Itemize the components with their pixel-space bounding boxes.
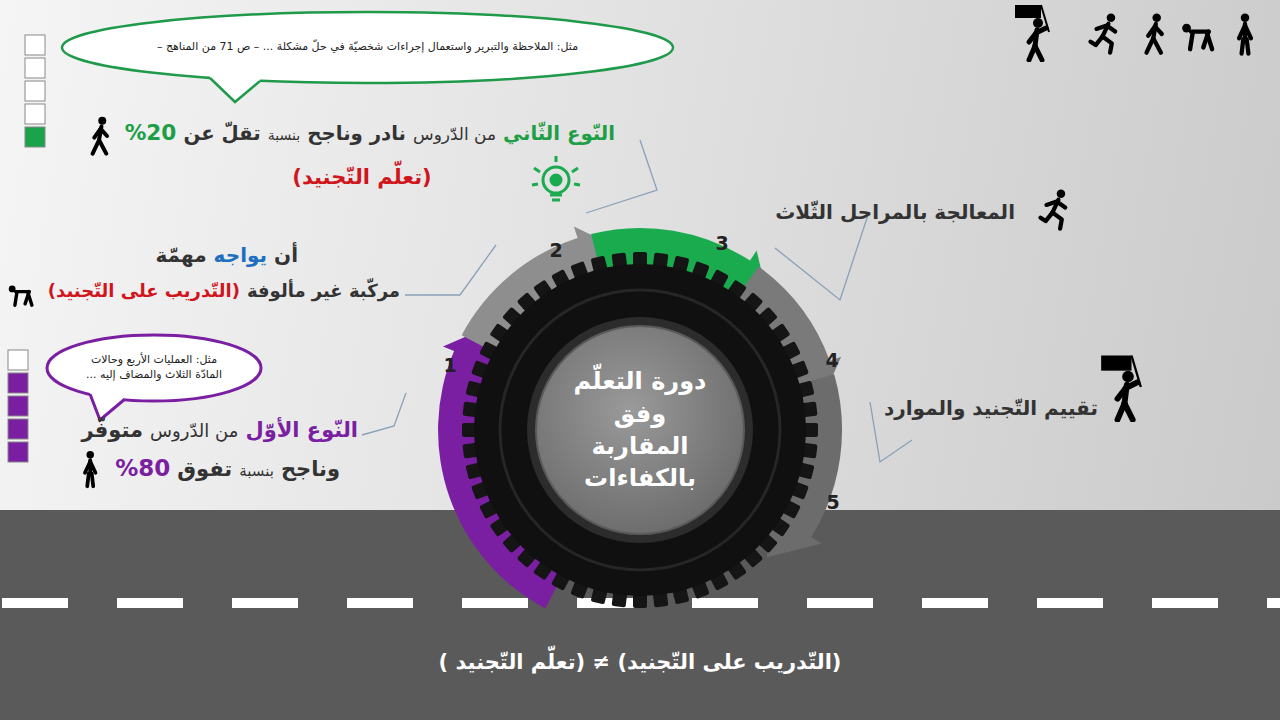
rim-edge <box>527 317 753 543</box>
label-text: %80 <box>115 455 170 481</box>
text-row: تقييم التّجنيد والموارد <box>884 396 1098 420</box>
label-text: تفوق <box>177 457 232 481</box>
road-dash <box>692 598 758 608</box>
callout-tail <box>210 74 260 102</box>
node-text: مثل: العمليات الأربع وحالات المادّة الثل… <box>79 353 229 383</box>
center-circle: دورة التعلّم وفق المقاربة بالكفاءات <box>535 325 745 535</box>
label-text: وناجح <box>281 457 340 481</box>
text-row: أن يواجه مهمّة <box>155 243 298 267</box>
road-dash <box>807 598 873 608</box>
label-text: بنسبة <box>239 462 274 480</box>
label-text: 2 <box>549 239 562 261</box>
label-text: بنسبة <box>268 127 301 143</box>
label-text: (تعلّم التّجنيد) <box>292 165 431 189</box>
label-text: %20 <box>125 120 177 145</box>
ellipse <box>47 335 261 401</box>
road-dash <box>462 598 528 608</box>
label-text: تقلّ عن <box>183 122 260 145</box>
label-text: متوفّر <box>81 418 143 442</box>
label-text: النّوع الأوّل <box>245 418 358 442</box>
label-text: أن <box>274 243 298 267</box>
road-dash <box>1037 598 1103 608</box>
text-row: (تعلّم التّجنيد) <box>292 165 431 189</box>
text-row: وناجح بنسبة تفوق %80 <box>115 455 340 481</box>
label-text: من الدّروس <box>413 124 496 144</box>
label-text: مهمّة <box>155 243 206 267</box>
label-text: نادر وناجح <box>307 122 406 145</box>
callout-tail <box>90 390 125 420</box>
text-row: المعالجة بالمراحل الثّلاث <box>775 200 1015 224</box>
callout-tail <box>210 78 260 102</box>
ellipse <box>62 12 673 83</box>
road-dash <box>1267 598 1280 608</box>
label-text: النّوع الثّاني <box>503 122 615 145</box>
callout-tail <box>90 394 125 420</box>
callout-bubble: مثل: الملاحظة والتبرير واستعمال إجراءات … <box>60 10 675 85</box>
label-text: يواجه <box>214 243 267 267</box>
road-dash <box>232 598 298 608</box>
tire <box>474 264 806 596</box>
label-text: 1 <box>443 354 456 376</box>
label-text: تقييم التّجنيد والموارد <box>884 396 1098 420</box>
road-dash <box>2 598 68 608</box>
text-row: النّوع الأوّل من الدّروس متوفّر <box>81 418 358 442</box>
label-text: من الدّروس <box>150 420 238 441</box>
label-text: 4 <box>825 349 838 371</box>
caption: (التّدريب على التّجنيد) ≠ (تعلّم التّجني… <box>0 650 1280 674</box>
label-text: مركّبة غير مألوفة <box>247 280 400 301</box>
road-dash <box>922 598 988 608</box>
road-dash <box>117 598 183 608</box>
node-text: مثل: الملاحظة والتبرير واستعمال إجراءات … <box>118 40 618 55</box>
label-text: 5 <box>826 491 839 513</box>
node-outline <box>535 325 745 535</box>
text-row: النّوع الثّاني من الدّروس نادر وناجح بنسبة ت… <box>125 120 615 145</box>
node-text: دورة التعلّم وفق المقاربة بالكفاءات <box>573 365 708 495</box>
text-row: مركّبة غير مألوفة (التّدريب على التّجنيد) <box>48 280 400 301</box>
circle <box>536 326 744 534</box>
tire-groove <box>500 290 780 570</box>
road-dash <box>1152 598 1218 608</box>
callout-bubble: مثل: العمليات الأربع وحالات المادّة الثل… <box>45 333 263 403</box>
label-text: 3 <box>715 232 728 254</box>
road-dash <box>347 598 413 608</box>
label-text: (التّدريب على التّجنيد) <box>48 280 240 301</box>
label-text: المعالجة بالمراحل الثّلاث <box>775 200 1015 224</box>
